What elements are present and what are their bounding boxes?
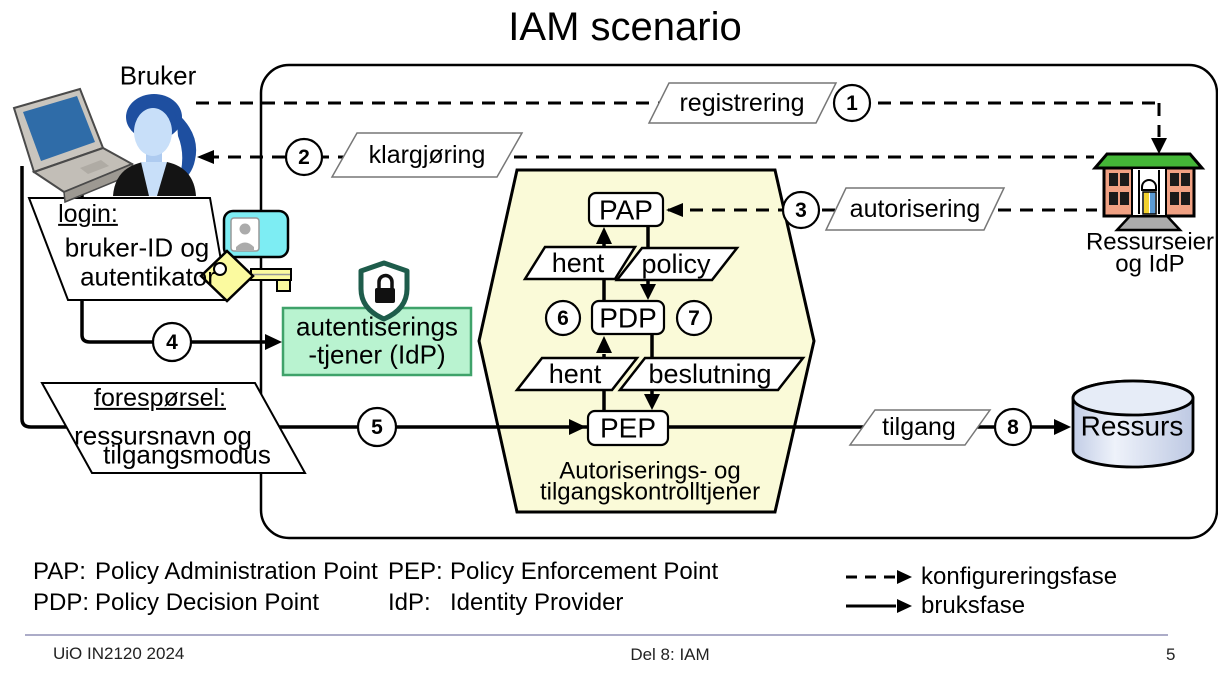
- resource-owner-line1: Ressurseier: [1085, 228, 1215, 256]
- legend-row-pap: PAP: Policy Administration Point: [33, 558, 378, 586]
- pdp-label: PDP: [599, 302, 657, 334]
- arrow-into-auth-server: [265, 334, 282, 350]
- step-2-circle: [284, 137, 324, 177]
- auth-server-line2: -tjener (IdP): [308, 339, 446, 370]
- legend-term-pdp: PDP:: [33, 589, 90, 616]
- legend-def-pdp: Policy Decision Point: [95, 589, 320, 616]
- arrow-into-pap: [666, 203, 683, 217]
- authz-box-line2: tilgangskontrolltjener: [539, 478, 761, 506]
- login-note-line1: bruker-ID og: [64, 232, 210, 263]
- arrow-into-user: [197, 150, 214, 164]
- legend-term-pep: PEP:: [388, 558, 443, 585]
- step-3-circle: [781, 190, 821, 230]
- flow-label-policy: policy: [641, 248, 711, 279]
- request-note-heading: forespørsel:: [94, 383, 226, 412]
- legend-row-pdp: PDP:Policy Decision Point: [33, 589, 319, 617]
- arrow-up-to-pap: [596, 227, 612, 244]
- step-7: 7: [688, 306, 700, 330]
- arrow-into-pep: [569, 419, 586, 435]
- legend-row-pep: PEP: Policy Enforcement Point: [388, 558, 718, 586]
- pap-box: [587, 191, 665, 228]
- step-5-circle: [356, 406, 398, 448]
- flow-label-beslutning: beslutning: [648, 358, 772, 389]
- user-label: Bruker: [119, 60, 197, 91]
- policy-shape: [614, 246, 740, 282]
- legend-arrows: [846, 570, 912, 613]
- legend-def-pep: Policy Enforcement Point: [450, 558, 719, 585]
- resource-label: Ressurs: [1080, 410, 1184, 442]
- request-flow-line: [20, 166, 1061, 429]
- pap-label: PAP: [599, 194, 653, 226]
- arrow-into-resource: [1054, 419, 1071, 435]
- footer-section: Del 8: IAM: [630, 645, 710, 664]
- shield-lock-icon: [358, 260, 410, 322]
- legend-phase-use: bruksfase: [921, 592, 1026, 619]
- pep-label: PEP: [599, 412, 657, 444]
- step-4-circle: [151, 321, 193, 363]
- autorisering-shape: [824, 187, 1006, 231]
- footer-page-number: 5: [1166, 645, 1176, 664]
- arrowheads: [197, 138, 1167, 435]
- step-4: 4: [166, 330, 178, 354]
- arrow-down-to-pdp: [640, 284, 656, 300]
- legend-def-pap: Policy Administration Point: [95, 558, 378, 585]
- page-title: IAM scenario: [508, 5, 742, 49]
- authz-box-line1: Autoriserings- og: [559, 457, 741, 485]
- request-note-line1: ressursnavn og: [74, 420, 252, 451]
- beslutning-shape: [617, 356, 806, 392]
- step-8-circle: [993, 407, 1033, 447]
- auth-server-line1: autentiserings: [296, 311, 458, 342]
- step-6-circle: [544, 299, 582, 337]
- legend-phase-config: konfigureringsfase: [921, 563, 1118, 590]
- arrow-into-building: [1151, 138, 1167, 154]
- step-7-circle: [675, 299, 713, 337]
- arrow-down-to-pep: [644, 394, 660, 410]
- request-note-line2: tilgangsmodus: [103, 439, 271, 470]
- legend-term-idp: IdP:: [388, 589, 431, 616]
- laptop-icon: [12, 87, 135, 204]
- resource-owner-line2: og IdP: [1115, 250, 1185, 278]
- step-5: 5: [371, 415, 383, 439]
- step-1-circle: [832, 83, 872, 123]
- flow-label-registrering: registrering: [679, 88, 805, 117]
- legend-solid-arrowhead: [897, 599, 912, 613]
- step-8: 8: [1007, 415, 1019, 439]
- flow-label-hent-lower: hent: [548, 358, 602, 389]
- registrering-dashed-line: [196, 101, 1161, 137]
- flow-label-klargjoring: klargjøring: [368, 140, 486, 169]
- flow-label-autorisering: autorisering: [849, 194, 981, 223]
- registrering-shape: [647, 82, 838, 124]
- step-3: 3: [795, 198, 807, 222]
- legend-row-idp: IdP: Identity Provider: [388, 589, 623, 617]
- building-icon: [1091, 152, 1206, 232]
- footer-course: UiO IN2120 2024: [53, 644, 185, 663]
- pdp-box: [590, 299, 666, 336]
- hent-lower-shape: [514, 356, 640, 392]
- id-card-icon: [222, 209, 290, 259]
- step-1: 1: [846, 91, 858, 115]
- login-note-line2: autentikator: [80, 261, 216, 292]
- legend-def-idp: Identity Provider: [450, 589, 624, 616]
- pep-box: [586, 409, 670, 447]
- klargjoring-shape: [330, 132, 524, 178]
- step-6: 6: [557, 306, 569, 330]
- system-boundary-box: [259, 63, 1218, 540]
- flow-label-hent-upper: hent: [551, 247, 605, 278]
- tilgang-shape: [848, 409, 992, 446]
- key-icon: [199, 249, 292, 303]
- auth-server-box: [281, 306, 473, 377]
- legend-dashed-arrowhead: [897, 570, 912, 584]
- legend-term-pap: PAP:: [33, 558, 86, 585]
- request-note-shape: [40, 382, 307, 474]
- step-circles: [151, 83, 1033, 448]
- flow-label-tilgang: tilgang: [882, 412, 956, 441]
- resource-cylinder-icon: [1071, 379, 1195, 469]
- hent-upper-shape: [522, 245, 638, 281]
- login-note-heading: login:: [58, 199, 118, 228]
- user-avatar: [113, 94, 197, 196]
- step-2: 2: [298, 145, 310, 169]
- arrow-up-to-pdp: [596, 336, 612, 353]
